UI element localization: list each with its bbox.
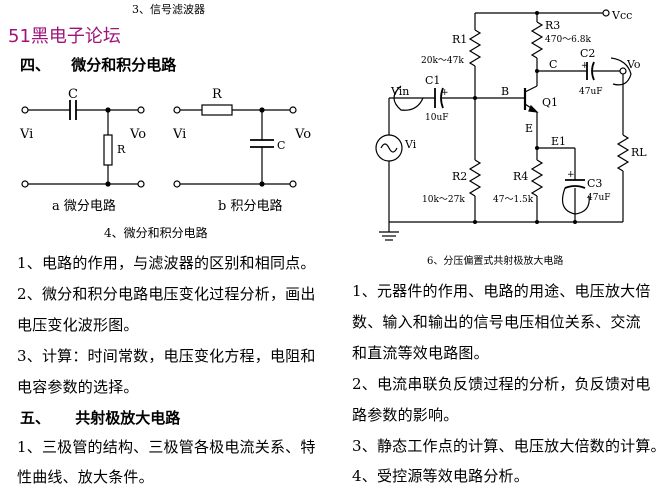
left-para-1: 1、电路的作用，与滤波器的区别和相同点。 (17, 254, 316, 272)
e-node-label: E (525, 122, 533, 135)
diff-out-label: Vo (129, 127, 146, 142)
right-para-3: 和直流等效电路图。 (352, 344, 489, 362)
int-out-label: Vo (294, 127, 311, 142)
section4-number: 四、 (20, 56, 51, 74)
c3-plus: + (567, 170, 575, 180)
left-para-6: 1、三极管的结构、三极管各极电流关系、特 (17, 438, 316, 456)
r3-label: R3 (545, 19, 560, 32)
int-in-label: Vi (172, 127, 186, 142)
c3-value: 47uF (587, 193, 611, 203)
r4-label: R4 (513, 170, 528, 183)
r4-value: 47～1.5k (493, 195, 534, 205)
watermark: 51黑电子论坛 (8, 26, 121, 47)
c2-value: 47uF (579, 87, 603, 97)
fig6-caption: 6、分压偏置式共射极放大电路 (427, 256, 564, 267)
left-para-4: 3、计算：时间常数，电压变化方程，电阻和 (17, 347, 316, 365)
right-para-1: 1、元器件的作用、电路的用途、电压放大倍 (352, 282, 651, 300)
diff-in-label: Vi (19, 127, 33, 142)
section5-heading: 五、 共射极放大电路 (20, 407, 180, 428)
r2-label: R2 (452, 170, 467, 183)
section5-number: 五、 (20, 409, 51, 427)
diff-caption: a 微分电路 (52, 198, 116, 214)
q1-label: Q1 (542, 96, 558, 109)
r1-value: 20k～47k (421, 56, 464, 66)
diff-int-circuits: C Vi Vo R R Vi Vo C a 微分电路 b 积分电路 (19, 87, 311, 214)
diff-res-label: R (117, 143, 126, 156)
right-para-5: 路参数的影响。 (352, 406, 459, 424)
right-para-6: 3、静态工作点的计算、电压放大倍数的计算。 (352, 437, 665, 455)
vin-label: Vin (390, 85, 409, 98)
left-para-7: 性曲线、放大条件。 (17, 468, 154, 486)
section4-title: 微分和积分电路 (71, 56, 177, 74)
left-para-5: 电容参数的选择。 (17, 378, 139, 396)
int-caption: b 积分电路 (218, 198, 282, 214)
diff-cap-label: C (68, 87, 78, 102)
int-circuit (173, 104, 297, 188)
section5-title: 共射极放大电路 (75, 409, 181, 427)
e1-label: E1 (551, 135, 566, 148)
r2-value: 10k～27k (422, 195, 465, 205)
fig4-caption: 4、微分和积分电路 (104, 226, 208, 240)
right-para-2: 数、输入和输出的信号电压相位关系、交流 (352, 313, 641, 331)
diff-circuit (21, 100, 145, 188)
b-node-label: B (501, 85, 509, 98)
int-res-label: R (212, 87, 223, 102)
c1-plus: + (441, 88, 449, 98)
vi-label: Vi (404, 138, 417, 151)
top-caption: 3、信号滤波器 (132, 3, 205, 16)
vcc-label: Vcc (611, 9, 632, 22)
vo-label: Vo (626, 58, 641, 71)
right-para-4: 2、电流串联负反馈过程的分析，负反馈对电 (352, 375, 651, 393)
amp-circuit: Vcc R1 20k～47k R3 470～6.8k C C2 47uF + V… (375, 9, 647, 241)
c2-plus: + (581, 61, 589, 71)
c1-value: 10uF (425, 113, 449, 123)
left-para-2: 2、微分和积分电路电压变化过程分析，画出 (17, 285, 316, 303)
r3-value: 470～6.8k (545, 35, 591, 45)
c1-label: C1 (425, 74, 440, 87)
section4-heading: 四、 微分和积分电路 (20, 54, 176, 75)
left-para-3: 电压变化波形图。 (17, 316, 139, 334)
int-cap-label: C (277, 139, 285, 152)
c-node-label: C (549, 58, 557, 71)
c2-label: C2 (580, 47, 595, 60)
r1-label: R1 (452, 33, 467, 46)
right-para-7: 4、受控源等效电路分析。 (352, 467, 529, 485)
rl-label: RL (631, 146, 647, 159)
c3-label: C3 (587, 177, 602, 190)
